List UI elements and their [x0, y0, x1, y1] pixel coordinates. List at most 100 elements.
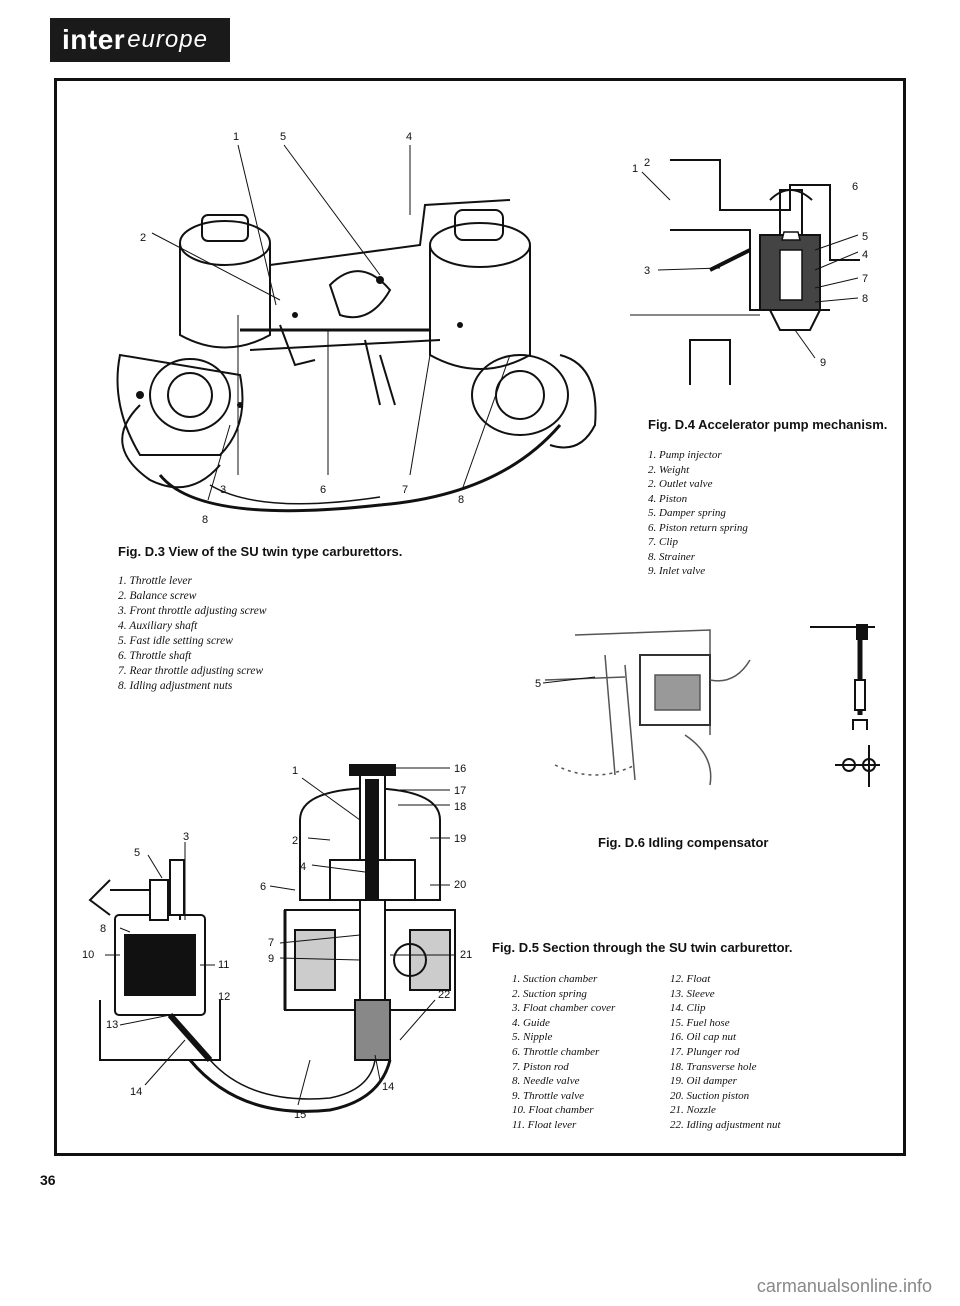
fig-d3-legend: 1. Throttle lever 2. Balance screw 3. Fr…: [118, 574, 267, 694]
legend-item: 18. Transverse hole: [670, 1060, 757, 1073]
d5-callout-16: 16: [454, 763, 466, 775]
legend-item: 15. Fuel hose: [670, 1016, 730, 1029]
legend-item: 4. Guide: [512, 1016, 550, 1029]
legend-item: 6. Throttle chamber: [512, 1045, 600, 1058]
d5-callout-8: 8: [100, 923, 106, 935]
fig-d5-caption: Fig. D.5 Section through the SU twin car…: [492, 940, 793, 955]
d5-callout-22: 22: [438, 989, 450, 1001]
legend-item: 5. Damper spring: [648, 507, 726, 519]
legend-item: 10. Float chamber: [512, 1104, 594, 1117]
fig-d4-illustration: 1 2 3 6 5 4 7 8 9: [630, 150, 890, 395]
d5-callout-14: 14: [130, 1086, 142, 1098]
legend-item: 2. Weight: [648, 463, 690, 476]
d5-callout-7: 7: [268, 937, 274, 949]
d3-callout-7: 7: [402, 484, 408, 496]
d5-callout-9: 9: [268, 953, 274, 965]
legend-item: 11. Float lever: [512, 1118, 577, 1131]
idling-compensator-drawing: 5: [535, 624, 880, 787]
fig-d3-caption: Fig. D.3 View of the SU twin type carbur…: [118, 544, 403, 559]
legend-item: 5. Nipple: [512, 1031, 553, 1044]
legend-item: 1. Suction chamber: [512, 973, 598, 985]
d5-callout-18: 18: [454, 801, 466, 813]
d6-callout-5: 5: [535, 678, 541, 690]
legend-item: 6. Piston return spring: [648, 521, 748, 534]
logo-text-europe: europe: [127, 26, 208, 53]
d5-callout-20: 20: [454, 879, 466, 891]
accelerator-pump-drawing: 1 2 3 6 5 4 7 8 9: [630, 157, 868, 385]
legend-item: 13. Sleeve: [670, 987, 715, 1000]
legend-item: 19. Oil damper: [670, 1075, 737, 1088]
figure-frame: [54, 78, 906, 1156]
d5-callout-3: 3: [183, 831, 189, 843]
d3-callout-2: 2: [140, 232, 146, 244]
legend-item: 22. Idling adjustment nut: [670, 1118, 781, 1131]
legend-item: 5. Fast idle setting screw: [118, 635, 233, 647]
legend-item: 2. Suction spring: [512, 987, 587, 1000]
legend-item: 14. Clip: [670, 1002, 706, 1015]
carburettor-section-drawing: 1 2 3 4 5 6 7 8 9 10 11 12 13 14 15 16 1…: [82, 763, 472, 1121]
d5-callout-14b: 14: [382, 1081, 394, 1093]
fig-d4-legend: 1. Pump injector 2. Weight 2. Outlet val…: [648, 448, 748, 579]
d3-callout-8: 8: [458, 494, 464, 506]
d5-callout-11: 11: [218, 959, 229, 971]
page-number: 36: [40, 1172, 56, 1188]
fig-d4-caption: Fig. D.4 Accelerator pump mechanism.: [648, 417, 888, 432]
d4-callout-7: 7: [862, 273, 868, 285]
fig-d6-caption: Fig. D.6 Idling compensator: [598, 835, 769, 850]
logo-text-inter: inter: [62, 24, 126, 55]
d4-callout-6: 6: [852, 181, 858, 193]
d4-callout-8: 8: [862, 293, 868, 305]
legend-item: 9. Throttle valve: [512, 1089, 584, 1102]
d5-callout-2: 2: [292, 835, 298, 847]
legend-item: 8. Strainer: [648, 550, 696, 563]
d4-callout-4: 4: [862, 249, 868, 261]
legend-item: 9. Inlet valve: [648, 565, 706, 577]
legend-item: 1. Throttle lever: [118, 575, 192, 587]
legend-item: 7. Piston rod: [512, 1060, 569, 1073]
legend-item: 7. Clip: [648, 536, 678, 548]
d3-callout-3: 3: [220, 484, 226, 496]
legend-item: 20. Suction piston: [670, 1089, 750, 1102]
legend-item: 6. Throttle shaft: [118, 650, 192, 662]
legend-item: 8. Needle valve: [512, 1075, 580, 1088]
legend-item: 2. Balance screw: [118, 590, 197, 602]
d4-callout-9: 9: [820, 357, 826, 369]
d5-callout-10: 10: [82, 949, 94, 961]
fig-d3-illustration: 1 5 4 2 3 6 7 8 8: [80, 105, 620, 530]
d4-callout-5: 5: [862, 231, 868, 243]
legend-item: 4. Piston: [648, 492, 688, 505]
legend-item: 4. Auxiliary shaft: [118, 620, 198, 632]
d5-callout-17: 17: [454, 785, 466, 797]
legend-item: 3. Float chamber cover: [512, 1002, 616, 1015]
d5-callout-12: 12: [218, 991, 230, 1003]
fig-d6-illustration: 5: [535, 615, 885, 815]
d4-callout-1: 1: [632, 163, 638, 175]
d4-callout-3: 3: [644, 265, 650, 277]
d5-callout-19: 19: [454, 833, 466, 845]
d3-callout-5: 5: [280, 131, 286, 143]
interreurope-logo: inter europe: [50, 18, 230, 62]
d5-callout-5: 5: [134, 847, 140, 859]
legend-item: 1. Pump injector: [648, 449, 722, 461]
d5-callout-4: 4: [300, 861, 306, 873]
legend-item: 7. Rear throttle adjusting screw: [118, 665, 264, 677]
d4-callout-2: 2: [644, 157, 650, 169]
legend-item: 17. Plunger rod: [670, 1045, 740, 1058]
d5-callout-15: 15: [294, 1109, 306, 1121]
legend-item: 12. Float: [670, 973, 711, 985]
d5-callout-13: 13: [106, 1019, 118, 1031]
legend-item: 8. Idling adjustment nuts: [118, 680, 233, 692]
fig-d5-legend-col1: 1. Suction chamber 2. Suction spring 3. …: [512, 972, 615, 1133]
d5-callout-21: 21: [460, 949, 472, 961]
d3-callout-1: 1: [233, 131, 239, 143]
d3-callout-8b: 8: [202, 514, 208, 526]
twin-carburettor-drawing: 1 5 4 2 3 6 7 8 8: [116, 131, 597, 526]
legend-item: 21. Nozzle: [670, 1104, 716, 1117]
watermark: carmanualsonline.info: [756, 1276, 932, 1296]
d5-callout-1: 1: [292, 765, 298, 777]
fig-d5-illustration: 1 2 3 4 5 6 7 8 9 10 11 12 13 14 15 16 1…: [70, 760, 490, 1145]
legend-item: 2. Outlet valve: [648, 478, 713, 490]
legend-item: 3. Front throttle adjusting screw: [118, 605, 267, 617]
d5-callout-6: 6: [260, 881, 266, 893]
legend-item: 16. Oil cap nut: [670, 1031, 736, 1044]
